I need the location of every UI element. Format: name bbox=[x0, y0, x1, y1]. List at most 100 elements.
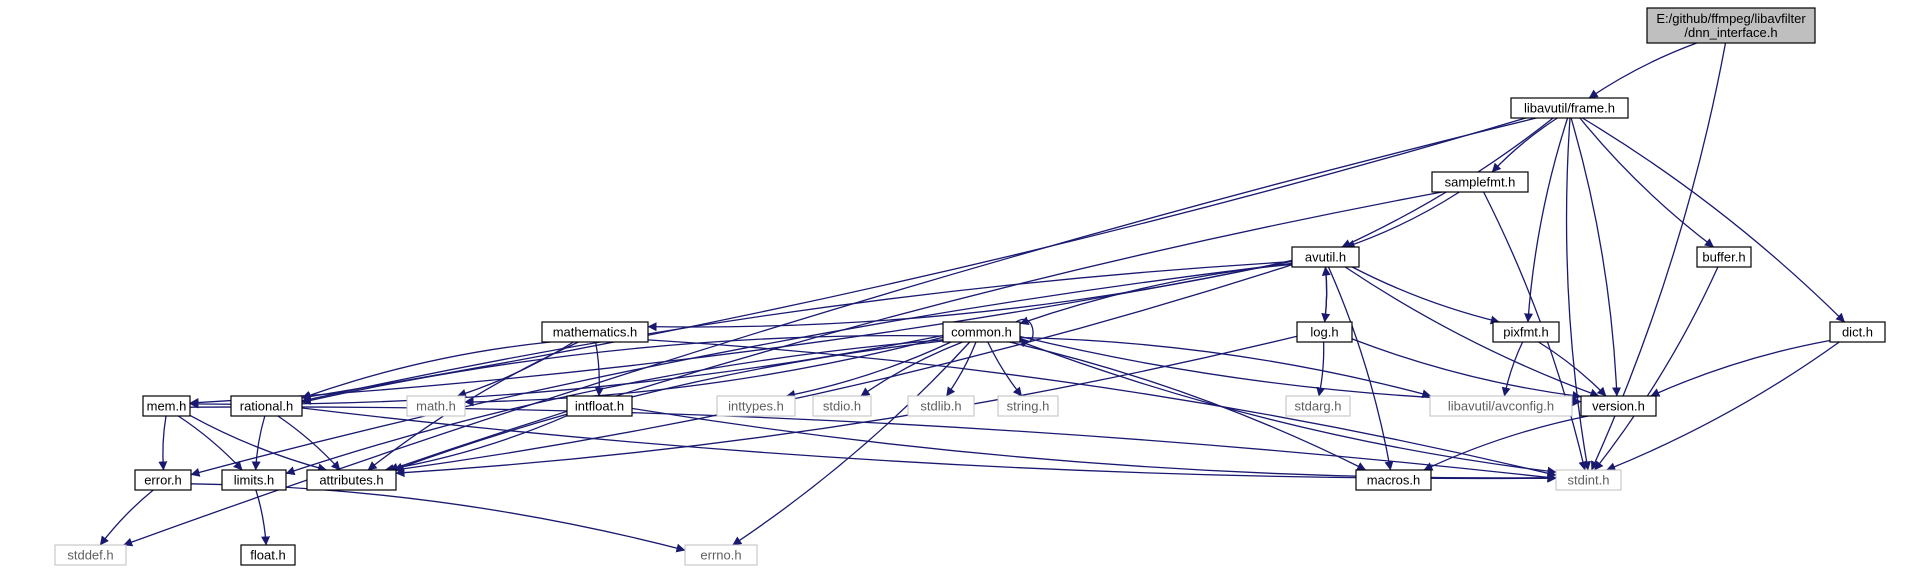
node-label: avutil.h bbox=[1305, 250, 1346, 265]
node-box bbox=[1355, 469, 1432, 491]
edge-avutil-to-error bbox=[190, 262, 1293, 477]
edge-common-to-string bbox=[987, 341, 1023, 397]
node-box bbox=[406, 395, 466, 417]
node-intfloat[interactable]: intfloat.h bbox=[566, 395, 633, 417]
node-samplefmt[interactable]: samplefmt.h bbox=[1431, 171, 1529, 193]
node-box bbox=[1291, 246, 1360, 268]
node-label: /dnn_interface.h bbox=[1684, 25, 1777, 40]
edge-frame-to-samplefmt bbox=[1491, 117, 1558, 173]
node-math[interactable]: math.h bbox=[406, 395, 466, 417]
node-label: libavutil/avconfig.h bbox=[1448, 399, 1554, 414]
node-box bbox=[1696, 246, 1752, 268]
edge-frame-to-dict bbox=[1582, 117, 1846, 323]
edge-pixfmt-to-version bbox=[1538, 341, 1607, 397]
node-macros[interactable]: macros.h bbox=[1355, 469, 1432, 491]
node-box bbox=[240, 544, 296, 566]
node-box bbox=[1285, 395, 1351, 417]
node-errno[interactable]: errno.h bbox=[684, 544, 758, 566]
node-box bbox=[1296, 321, 1353, 343]
node-box bbox=[54, 544, 127, 566]
node-label: limits.h bbox=[234, 473, 274, 488]
node-label: dict.h bbox=[1842, 325, 1873, 340]
node-label: rational.h bbox=[240, 399, 293, 414]
node-label: attributes.h bbox=[319, 473, 383, 488]
node-box bbox=[997, 395, 1059, 417]
node-error[interactable]: error.h bbox=[134, 469, 192, 491]
node-box bbox=[1829, 321, 1886, 343]
node-mem[interactable]: mem.h bbox=[142, 395, 191, 417]
node-limits[interactable]: limits.h bbox=[221, 469, 287, 491]
node-label: inttypes.h bbox=[728, 399, 784, 414]
node-label: common.h bbox=[951, 325, 1012, 340]
edge-common-to-rational bbox=[301, 334, 944, 405]
node-common[interactable]: common.h bbox=[942, 321, 1021, 343]
node-box bbox=[907, 395, 975, 417]
node-avconfig[interactable]: libavutil/avconfig.h bbox=[1429, 395, 1573, 417]
edge-frame-to-rational bbox=[301, 117, 1526, 401]
node-mathematics[interactable]: mathematics.h bbox=[541, 321, 649, 343]
edge-mem-to-attributes bbox=[189, 414, 327, 473]
node-dict[interactable]: dict.h bbox=[1829, 321, 1886, 343]
edge-log-to-attributes bbox=[395, 335, 1298, 478]
node-buffer[interactable]: buffer.h bbox=[1696, 246, 1752, 268]
node-label: samplefmt.h bbox=[1445, 175, 1516, 190]
edge-mathematics-to-rational bbox=[301, 341, 551, 400]
edge-common-to-stdint bbox=[1019, 340, 1557, 476]
node-stddef[interactable]: stddef.h bbox=[54, 544, 127, 566]
node-label: pixfmt.h bbox=[1503, 325, 1549, 340]
edge-mathematics-to-stdint bbox=[647, 339, 1557, 478]
node-label: libavutil/frame.h bbox=[1524, 101, 1615, 116]
node-inttypes[interactable]: inttypes.h bbox=[716, 395, 796, 417]
edge-rational-to-attributes bbox=[277, 415, 341, 471]
edge-log-to-version bbox=[1351, 338, 1582, 400]
edge-samplefmt-to-attributes bbox=[388, 191, 1443, 472]
node-box bbox=[221, 469, 287, 491]
node-box bbox=[142, 395, 191, 417]
node-box bbox=[230, 395, 303, 417]
node-label: stdint.h bbox=[1568, 473, 1610, 488]
edge-log-to-stdarg bbox=[1316, 341, 1326, 397]
node-pixfmt[interactable]: pixfmt.h bbox=[1492, 321, 1560, 343]
edge-dict-to-stdint bbox=[1606, 341, 1840, 471]
node-label: stdio.h bbox=[823, 399, 861, 414]
node-box bbox=[566, 395, 633, 417]
edge-mem-to-stdint bbox=[189, 406, 1557, 482]
node-rational[interactable]: rational.h bbox=[230, 395, 303, 417]
node-stdlib[interactable]: stdlib.h bbox=[907, 395, 975, 417]
edge-avutil-to-pixfmt bbox=[1351, 266, 1500, 325]
edge-intfloat-to-stdint bbox=[631, 407, 1557, 483]
node-label: stddef.h bbox=[67, 548, 113, 563]
edge-avutil-to-attributes bbox=[394, 264, 1293, 474]
node-version[interactable]: version.h bbox=[1580, 395, 1657, 417]
node-float[interactable]: float.h bbox=[240, 544, 296, 566]
edge-dict-to-version bbox=[1650, 339, 1831, 397]
node-label: error.h bbox=[144, 473, 182, 488]
node-avutil[interactable]: avutil.h bbox=[1291, 246, 1360, 268]
edge-frame-to-version bbox=[1570, 117, 1622, 397]
edge-common-to-stdio bbox=[860, 341, 963, 397]
edge-intfloat-to-attributes bbox=[384, 415, 568, 473]
node-frame[interactable]: libavutil/frame.h bbox=[1510, 97, 1629, 119]
edge-mem-to-limits bbox=[177, 415, 243, 471]
file-nodes: E:/github/ffmpeg/libavfilter/dnn_interfa… bbox=[54, 7, 1886, 566]
edge-rational-to-limits bbox=[251, 415, 266, 471]
edge-samplefmt-to-avutil bbox=[1345, 191, 1460, 249]
node-string[interactable]: string.h bbox=[997, 395, 1059, 417]
node-label: macros.h bbox=[1367, 473, 1420, 488]
edge-avutil-to-macros bbox=[1327, 266, 1394, 471]
node-box bbox=[812, 395, 872, 417]
node-stdio[interactable]: stdio.h bbox=[812, 395, 872, 417]
edge-common-to-version bbox=[1019, 335, 1582, 407]
edge-frame-to-stdint bbox=[1565, 117, 1591, 471]
edge-mem-to-error bbox=[158, 415, 168, 471]
edge-limits-to-float bbox=[255, 489, 271, 546]
node-log[interactable]: log.h bbox=[1296, 321, 1353, 343]
node-root[interactable]: E:/github/ffmpeg/libavfilter/dnn_interfa… bbox=[1646, 7, 1816, 44]
node-stdint[interactable]: stdint.h bbox=[1555, 469, 1622, 491]
edge-common-to-attributes bbox=[393, 340, 944, 472]
edge-avutil-to-rational bbox=[301, 261, 1293, 404]
node-stdarg[interactable]: stdarg.h bbox=[1285, 395, 1351, 417]
node-box bbox=[1492, 321, 1560, 343]
node-attributes[interactable]: attributes.h bbox=[306, 469, 397, 491]
